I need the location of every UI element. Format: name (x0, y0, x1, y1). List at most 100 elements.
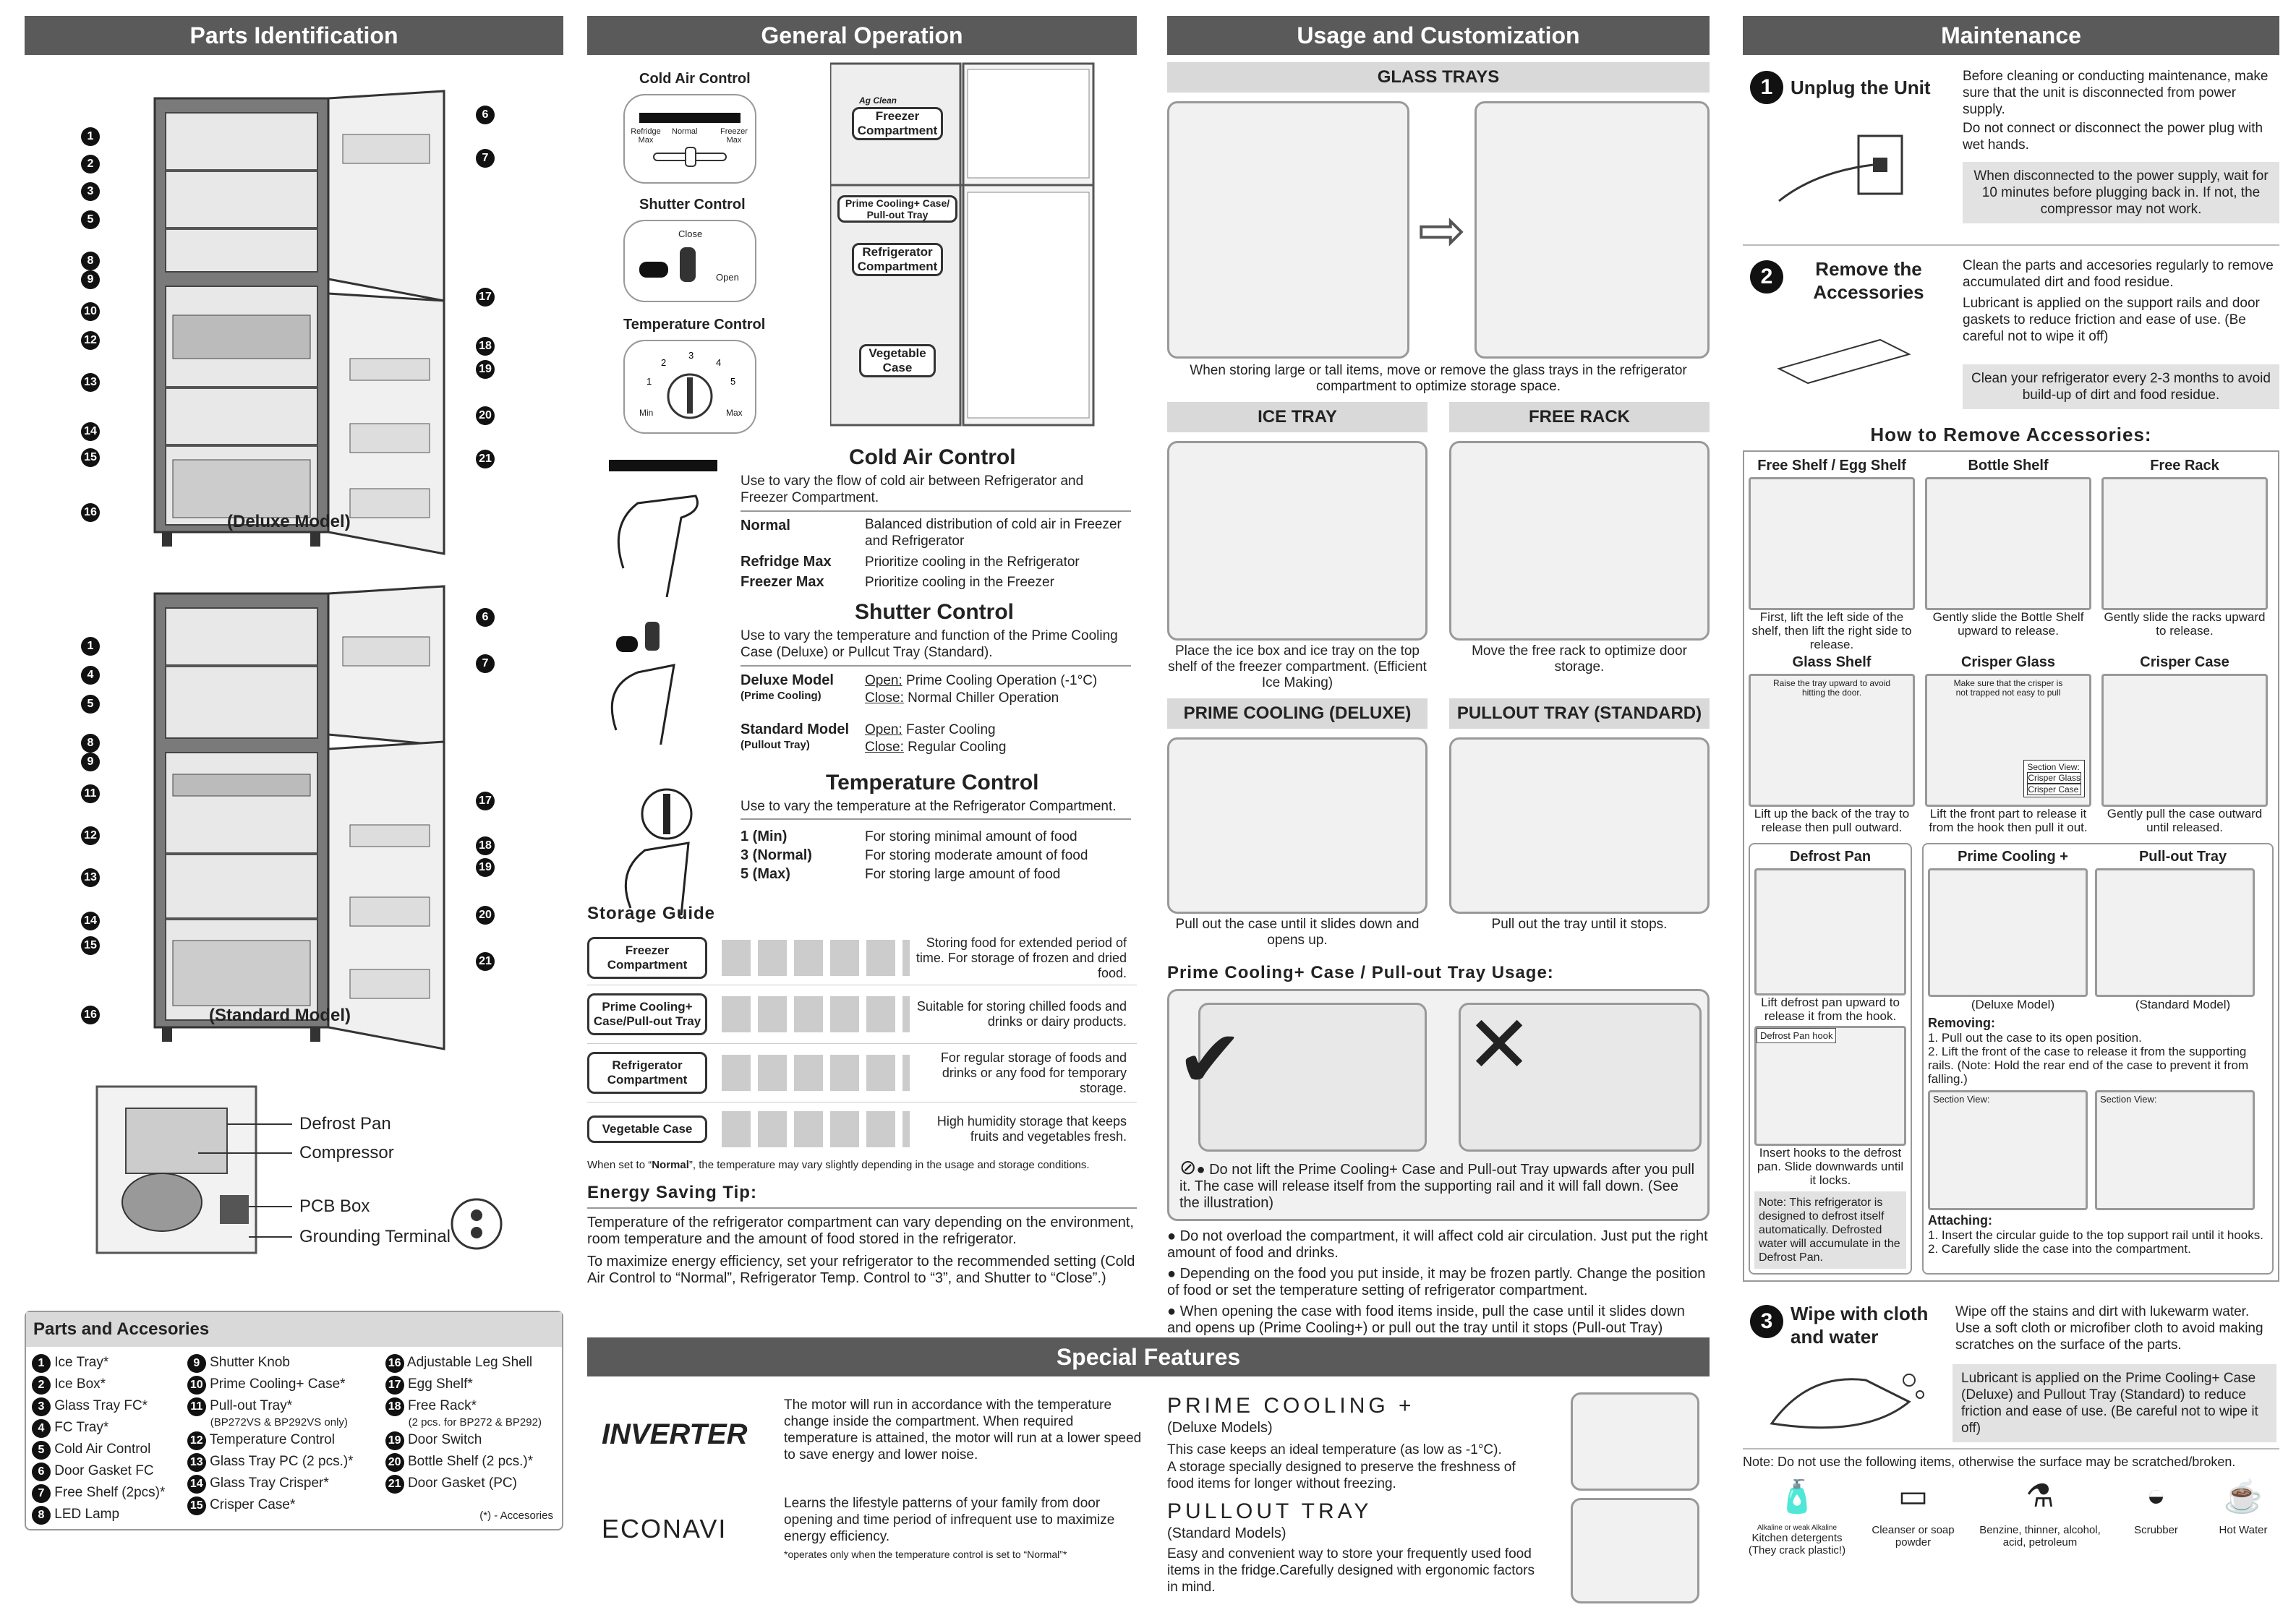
label-freezer-compartment: Freezer Compartment (852, 107, 943, 140)
standard-fridge-drawing (153, 585, 445, 1050)
shelf-icon (1772, 325, 1916, 405)
accessory-item: Glass Tray FC* (54, 1398, 148, 1413)
sg-label: Prime Cooling+ Case/Pull-out Tray (587, 993, 707, 1035)
callout: 5 (81, 210, 100, 229)
callout: 7 (476, 149, 495, 168)
callout: 3 (81, 182, 100, 201)
temp-max-label: Max (726, 408, 743, 418)
usage-warning-box: ✔ ✕ ⊘● Do not lift the Prime Cooling+ Ca… (1167, 989, 1710, 1221)
prohibited-items: Note: Do not use the following items, ot… (1743, 1448, 2279, 1561)
callout: 5 (81, 695, 100, 714)
glass-tray-illustration (1167, 101, 1410, 359)
callout: 7 (476, 654, 495, 673)
deluxe-fridge-drawing (153, 90, 445, 555)
callout: 17 (476, 792, 495, 810)
cross-icon: ✕ (1466, 1001, 1533, 1089)
label-vegetable-case: Vegetable Case (859, 344, 936, 377)
dial-refridge-label: Refridge Max (631, 127, 661, 145)
usage-bullets: ● Do not overload the compartment, it wi… (1167, 1228, 1708, 1336)
arrow-right-icon: ⇨ (1417, 197, 1467, 262)
accessory-item: Door Gasket FC (54, 1463, 154, 1478)
sg-note: When set to “Normal”, the temperature ma… (587, 1159, 1090, 1171)
removal-illustration (1749, 477, 1915, 610)
glass-trays-header: GLASS TRAYS (1167, 62, 1710, 93)
accessory-item: Free Shelf (2pcs)* (54, 1485, 166, 1500)
accessories-col3: 16 Adjustable Leg Shell 17 Egg Shelf* 18… (385, 1354, 556, 1528)
callout: 21 (476, 952, 495, 971)
callout: 14 (81, 422, 100, 441)
removal-grid: Free Shelf / Egg Shelf First, lift the l… (1743, 450, 2279, 1282)
accessories-box: Parts and Accesories 1 Ice Tray* 2 Ice B… (25, 1311, 563, 1530)
how-to-remove-title: How to Remove Accessories: (1870, 424, 2152, 445)
fridge-front: Ag Clean Freezer Compartment Prime Cooli… (830, 62, 1134, 438)
pullout-feature-illustration (1571, 1498, 1699, 1603)
callout: 21 (476, 450, 495, 468)
accessories-col2: 9 Shutter Knob 10 Prime Cooling+ Case* 1… (187, 1354, 380, 1528)
section-header-maintenance: Maintenance (1743, 16, 2279, 55)
defrost-illustration (1754, 868, 1906, 995)
callout: 1 (81, 637, 100, 656)
rear-view: Defrost Pan Compressor PCB Box Grounding… (25, 1065, 563, 1275)
accessory-item: Ice Tray* (54, 1355, 109, 1370)
accessory-item: Glass Tray Crisper* (210, 1476, 329, 1491)
chemical-bottle-icon: ⚗ (2026, 1478, 2054, 1514)
energy-tip: Energy Saving Tip: Temperature of the re… (587, 1183, 1137, 1287)
prime-cooling-header: PRIME COOLING (DELUXE) (1167, 698, 1427, 729)
callout: 9 (81, 270, 100, 289)
callout: 13 (81, 868, 100, 887)
free-rack-illustration (1449, 441, 1710, 641)
callout: 12 (81, 331, 100, 350)
pullout-tray-illustration (1449, 737, 1710, 914)
cac-desc: Use to vary the flow of cold air between… (741, 474, 1084, 505)
cold-air-label: Cold Air Control (639, 71, 751, 87)
maintenance-column: Maintenance 1 Unplug the Unit Before cle… (1743, 16, 2279, 1561)
callout: 4 (81, 666, 100, 685)
parts-column: Parts Identification 1 2 3 5 (25, 16, 563, 1530)
callout: 2 (81, 155, 100, 174)
econavi-logo: ECONAVI (602, 1514, 727, 1543)
rear-view-drawing (95, 1085, 503, 1254)
callout: 20 (476, 906, 495, 925)
removal-illustration (2101, 477, 2268, 610)
storage-guide: Storage Guide Freezer Compartment Storin… (587, 904, 1137, 1171)
pullout-tray-header: PULLOUT TRAY (STANDARD) (1449, 698, 1710, 729)
accessory-note: (BP272VS & BP292VS only) (210, 1416, 348, 1429)
correct-usage-illustration (1198, 1003, 1427, 1152)
cold-air-section: Cold Air Control Use to vary the flow of… (587, 445, 1137, 597)
scrubber-icon: ◒ (2146, 1478, 2166, 1513)
deluxe-model-illustration: 1 2 3 5 8 9 10 12 13 14 15 16 6 7 17 18 … (25, 84, 563, 557)
prime-cooling-illustration (1167, 737, 1427, 914)
pullout-removal-illustration (2095, 868, 2255, 997)
shutter-close-label: Close (678, 228, 703, 239)
callout: 14 (81, 912, 100, 930)
accessory-item: Temperature Control (209, 1432, 335, 1447)
sg-title: Storage Guide (587, 904, 716, 923)
removal-illustration (1925, 477, 2091, 610)
ice-tray-illustration (1167, 441, 1427, 641)
accessory-item: Free Rack* (407, 1398, 477, 1413)
special-features: Special Features INVERTER The motor will… (587, 1337, 1710, 1615)
callout: 20 (476, 406, 495, 425)
callout: 9 (81, 753, 100, 771)
temp-label: Temperature Control (623, 317, 766, 333)
temp-section: Temperature Control Use to vary the temp… (587, 771, 1137, 915)
label-refrigerator-compartment: Refrigerator Compartment (852, 243, 943, 276)
accessory-item: Shutter Knob (210, 1355, 290, 1370)
step-unplug: 1 Unplug the Unit Before cleaning or con… (1743, 64, 2279, 246)
sc-desc: Use to vary the temperature and function… (741, 628, 1118, 660)
prime-removal-box: Prime Cooling + Pull-out Tray (Deluxe Mo… (1922, 843, 2274, 1275)
callout: 8 (81, 252, 100, 270)
callout: 16 (81, 1006, 100, 1024)
callout: 13 (81, 373, 100, 392)
callout: 8 (81, 734, 100, 753)
prime-feature-title: PRIME COOLING + (1167, 1394, 1415, 1418)
prime-feature-illustration (1571, 1392, 1699, 1491)
plug-icon (1772, 129, 1916, 223)
section-view-illustration: Section View: (2095, 1090, 2255, 1210)
dial-freezer-label: Freezer Max (720, 127, 748, 145)
accessory-item: Adjustable Leg Shell (406, 1355, 533, 1370)
section-header-special: Special Features (587, 1337, 1710, 1376)
callout: 18 (476, 836, 495, 855)
shutter-section: Shutter Control Use to vary the temperat… (587, 600, 1137, 771)
